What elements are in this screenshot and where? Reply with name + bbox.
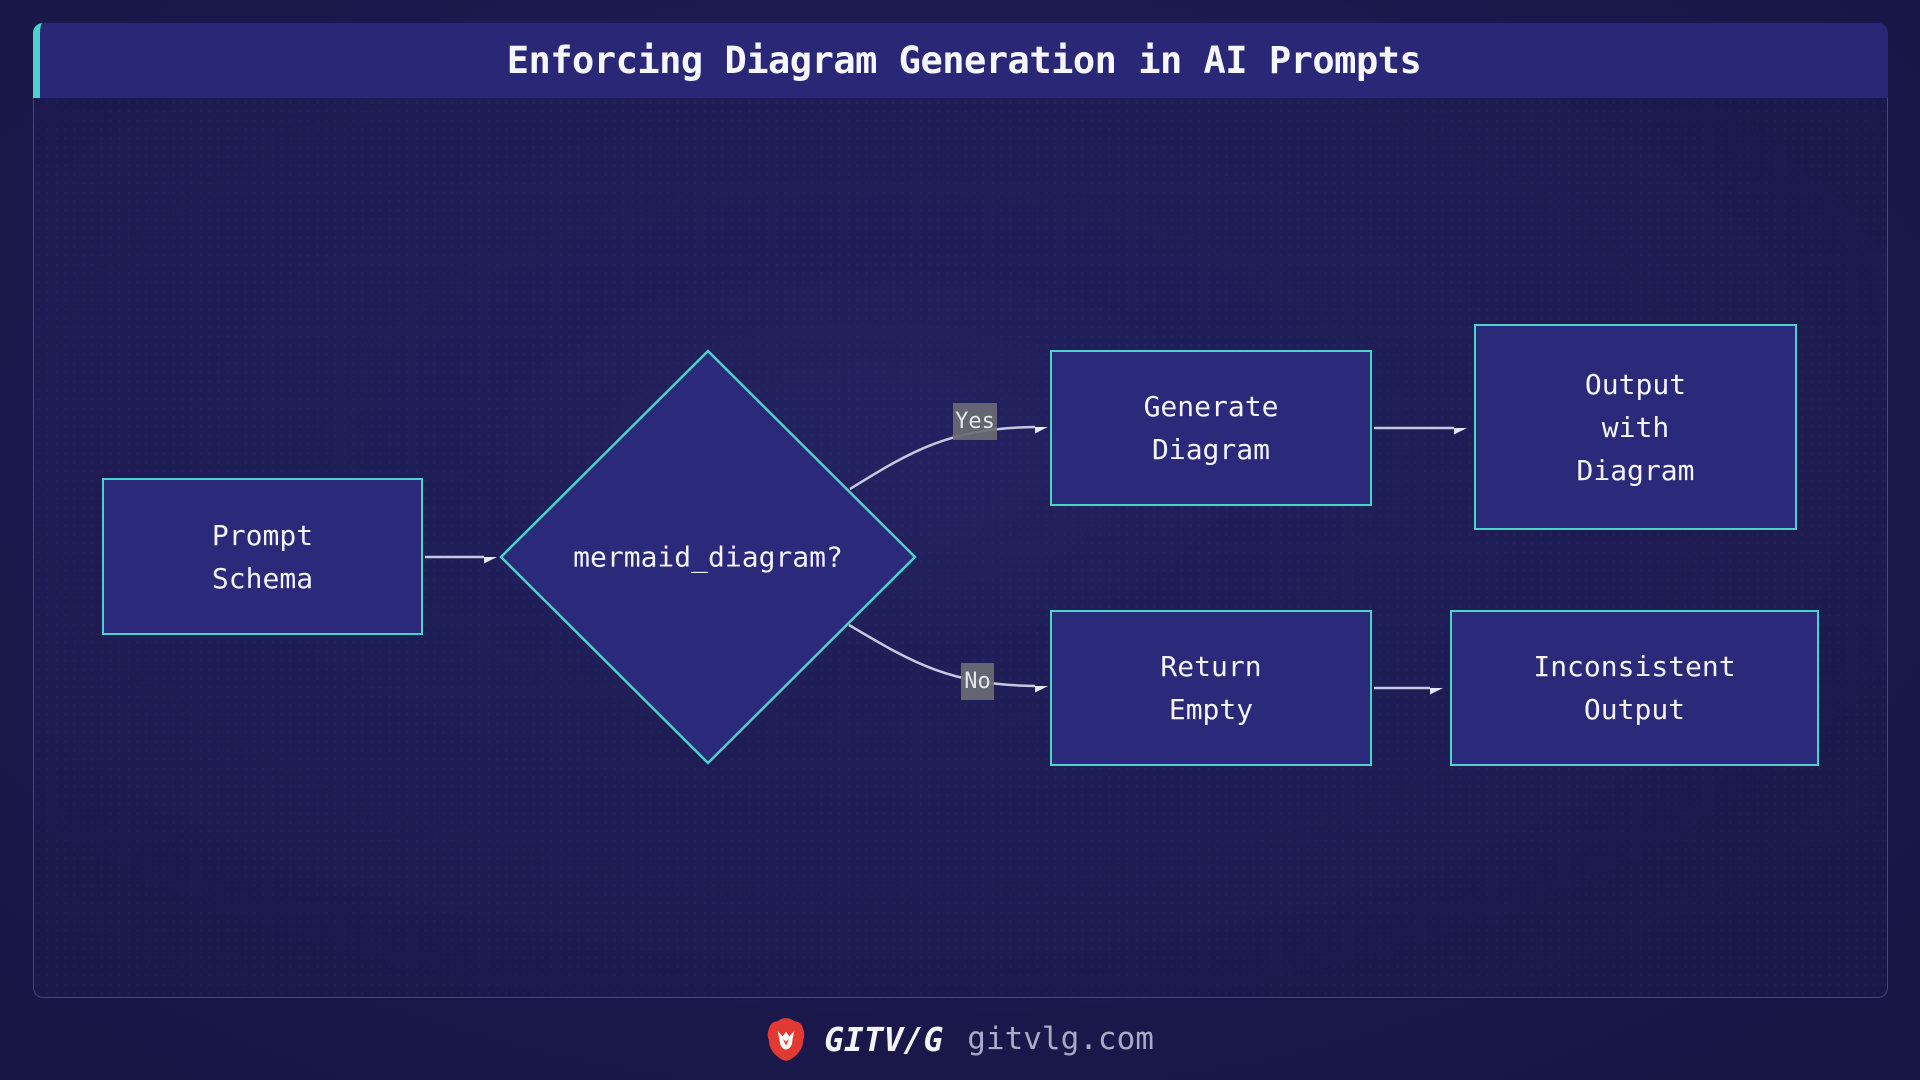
brand-name: GITV/G <box>824 1019 944 1059</box>
footer: GITV/G gitvlg.com <box>0 998 1920 1080</box>
page-title: Enforcing Diagram Generation in AI Promp… <box>506 39 1422 82</box>
lion-logo-icon <box>767 1018 805 1061</box>
diagram-panel <box>33 98 1888 998</box>
title-bar: Enforcing Diagram Generation in AI Promp… <box>33 23 1888 98</box>
diagram-card: Enforcing Diagram Generation in AI Promp… <box>33 23 1888 998</box>
site-url: gitvlg.com <box>967 1021 1154 1057</box>
